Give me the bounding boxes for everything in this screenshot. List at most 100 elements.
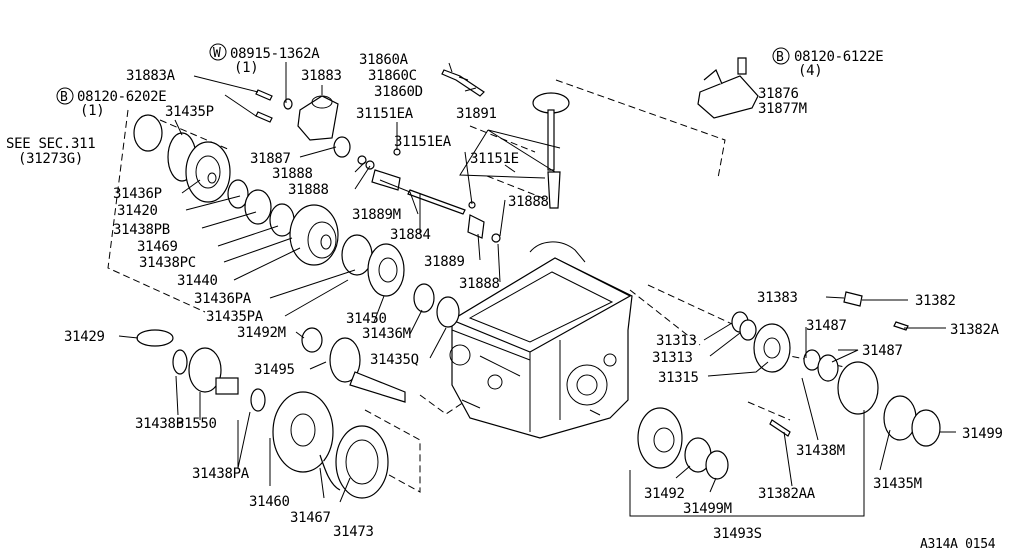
callout-circle-w: W (209, 43, 227, 61)
part-label: 31435P (165, 104, 214, 120)
output-gear (837, 361, 879, 415)
washer-w (283, 98, 293, 110)
part-label: 31151EA (394, 134, 452, 150)
assembly-outline-top (555, 79, 726, 179)
part-label: 31420 (117, 203, 158, 219)
spring-31889m (371, 169, 401, 191)
differential-case (272, 391, 334, 473)
part-label: 31436PA (194, 291, 252, 307)
part-label: 31436P (113, 186, 162, 202)
bolt-31382aa (769, 419, 791, 437)
part-label: 31151E (470, 151, 519, 167)
part-label: 31487 (862, 343, 903, 359)
needle-bearing (244, 189, 272, 225)
part-label: 31883 (301, 68, 342, 84)
bolt-31382a (893, 321, 909, 331)
driven-gear (637, 407, 683, 469)
sensor-31860 (441, 69, 485, 97)
callout-symbol-b2: B (776, 50, 784, 65)
part-label: 31889M (352, 207, 401, 223)
part-label: 31487 (806, 318, 847, 334)
callout-circle-b1: B (56, 87, 74, 105)
part-label: 31493S (713, 526, 762, 542)
part-label: 31382A (950, 322, 1000, 338)
bolt-31883a (255, 89, 273, 101)
part-label: 31315 (658, 370, 699, 386)
fastener-qty-b2: (4) (798, 63, 822, 79)
part-label: 31499 (962, 426, 1003, 442)
part-label: 31495 (254, 362, 295, 378)
oil-pump-31315 (753, 323, 791, 373)
part-label: 31438M (796, 443, 845, 459)
part-label: 31313 (656, 333, 697, 349)
retaining-clip (319, 454, 341, 491)
part-label: 31884 (390, 227, 431, 243)
o-ring-31888b (365, 160, 375, 170)
o-ring-31888a (357, 155, 367, 165)
assembly-outline-lower (364, 409, 421, 493)
snap-washer (413, 283, 435, 313)
part-label: 31888 (459, 276, 500, 292)
spacer-washer (136, 329, 174, 347)
part-label: 31440 (177, 273, 218, 289)
fastener-code-b1: 08120-6202E (77, 89, 166, 105)
part-label: 31469 (137, 239, 178, 255)
part-label: 31467 (290, 510, 331, 526)
bearing-ring (301, 327, 323, 353)
fastener-code-b2: 08120-6122E (794, 49, 883, 65)
part-label: 31889 (424, 254, 465, 270)
main-shaft (329, 337, 406, 403)
part-label: 31382AA (758, 486, 816, 502)
see-section-ref: SEE SEC.311 (6, 136, 95, 152)
pinion-gear (188, 347, 239, 395)
part-label: 31435Q (370, 352, 419, 368)
gasket-ring (133, 114, 163, 152)
assembly-outline-left (107, 109, 231, 313)
part-label: 31860D (374, 84, 423, 100)
leader-lines (118, 62, 956, 517)
part-label: 31438P (135, 416, 184, 432)
part-label: 31435M (873, 476, 922, 492)
see-section-code: (31273G) (18, 151, 83, 167)
final-drive-housing (335, 425, 389, 499)
thrust-plate (250, 388, 266, 412)
part-label: 31460 (249, 494, 290, 510)
part-label: 31887 (250, 151, 291, 167)
shift-housing-31883 (297, 95, 339, 141)
fastener-qty-w: (1) (234, 60, 258, 76)
part-label: 31429 (64, 329, 105, 345)
thrust-washer (227, 179, 249, 209)
thrust-bearing (436, 296, 460, 328)
assembly-outline-right (629, 284, 871, 421)
part-label: 31438PA (192, 466, 250, 482)
part-label: 31382 (915, 293, 956, 309)
o-ring-31888c (491, 233, 501, 243)
part-label: 31499M (683, 501, 732, 517)
callout-symbol-w: W (213, 46, 221, 61)
part-label: 31438PB (113, 222, 170, 238)
valve-31889 (467, 214, 485, 239)
part-label: 31883A (126, 68, 176, 84)
part-label: 31383 (757, 290, 798, 306)
accumulator-plate (532, 92, 570, 209)
callout-circle-b2: B (772, 47, 790, 65)
part-label: 31473 (333, 524, 374, 540)
part-label: 31313 (652, 350, 693, 366)
part-label: 31860A (359, 52, 409, 68)
fastener-qty-b1: (1) (80, 103, 104, 119)
callout-symbol-b1: B (60, 90, 68, 105)
part-label: 31450 (346, 311, 387, 327)
solenoid-assembly (697, 57, 759, 119)
part-label: 31492 (644, 486, 685, 502)
o-ring-31499 (911, 409, 941, 447)
small-washer (172, 349, 188, 375)
part-label: 31888 (272, 166, 313, 182)
bracket-31383 (843, 291, 863, 307)
diagram-code: A314A 0154 (920, 537, 996, 552)
part-label: 31436M (362, 326, 411, 342)
transmission-case (449, 241, 633, 439)
part-label: 31492M (237, 325, 286, 341)
part-label: 31888 (288, 182, 329, 198)
